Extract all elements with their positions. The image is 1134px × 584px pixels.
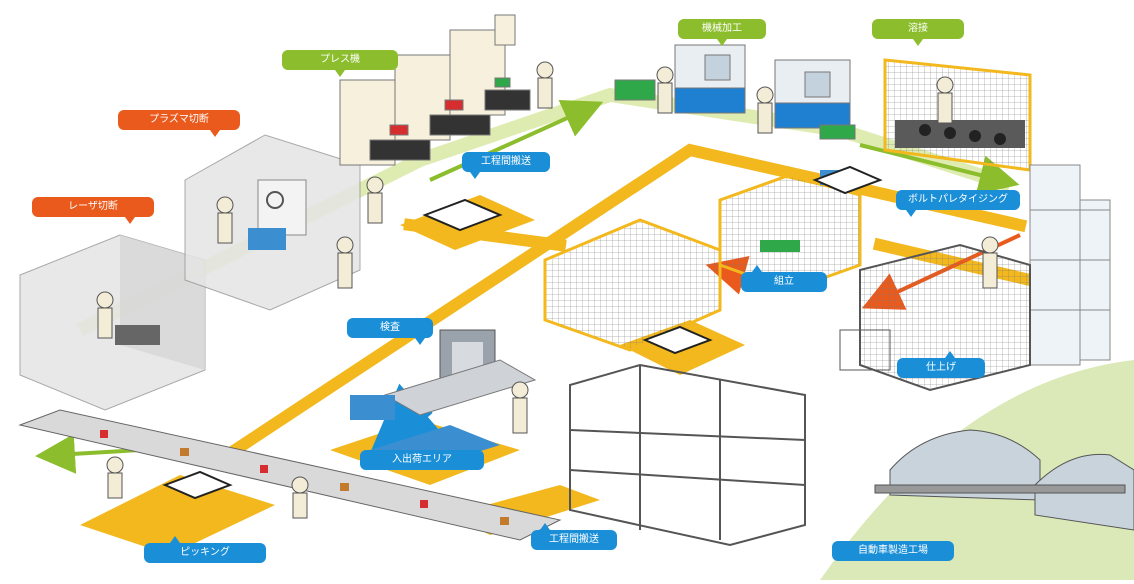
car-bodies xyxy=(874,429,1134,531)
label-picking: ピッキング xyxy=(144,543,266,563)
label-palletizing-pointer xyxy=(906,210,916,217)
label-plasma-cutting: プラズマ切断 xyxy=(118,110,240,130)
label-shipping-area: 入出荷エリア xyxy=(360,450,484,470)
label-laser-pointer xyxy=(125,217,135,224)
label-picking-pointer xyxy=(170,536,180,543)
label-welding-pointer xyxy=(913,39,923,46)
label-auto-factory: 自動車製造工場 xyxy=(832,541,954,561)
shipping-arrow xyxy=(364,383,452,467)
agv-top xyxy=(422,198,503,232)
machining-centers xyxy=(614,44,856,140)
plasma-cutting-booth xyxy=(184,134,361,311)
car-body-1 xyxy=(889,429,1041,501)
storage-rack xyxy=(569,363,806,547)
welding-cell xyxy=(883,58,1032,172)
aisle-picking-zone xyxy=(80,475,275,555)
label-finishing-pointer xyxy=(945,351,955,358)
label-press: プレス機 xyxy=(282,50,398,70)
flow-arrow-main xyxy=(429,100,604,182)
label-transfer-bottom-pointer xyxy=(540,523,550,530)
agv-mid xyxy=(642,325,713,355)
press-machines xyxy=(339,14,531,166)
label-transfer-bottom: 工程間搬送 xyxy=(531,530,617,550)
label-machining-pointer xyxy=(717,39,727,46)
label-assembly-pointer xyxy=(752,265,762,272)
assembly-cells xyxy=(543,170,862,352)
label-plasma-pointer xyxy=(210,130,220,137)
storage-tower xyxy=(1029,164,1111,366)
label-laser-cutting: レーザ切断 xyxy=(32,197,154,217)
label-assembly: 組立 xyxy=(741,272,827,292)
roller-conveyor xyxy=(18,409,562,541)
agv-bottom xyxy=(162,470,233,500)
agv-vehicles xyxy=(162,165,883,500)
label-machining: 機械加工 xyxy=(678,19,766,39)
flow-arrow-right xyxy=(859,143,1020,195)
industrial-robots xyxy=(96,61,999,519)
label-inspection: 検査 xyxy=(347,318,433,338)
label-press-pointer xyxy=(335,70,345,77)
inspection-gate xyxy=(350,329,537,420)
label-transfer-top: 工程間搬送 xyxy=(462,152,550,172)
label-inspection-pointer xyxy=(415,338,425,345)
flow-arrow-bottom xyxy=(35,433,141,474)
label-transfer-top-pointer xyxy=(470,172,480,179)
label-palletizing: ボルトパレタイジング xyxy=(896,190,1020,210)
agv-right xyxy=(812,165,883,195)
flow-arrows xyxy=(35,100,1020,474)
label-finishing: 仕上げ xyxy=(897,358,985,378)
label-welding: 溶接 xyxy=(872,19,964,39)
